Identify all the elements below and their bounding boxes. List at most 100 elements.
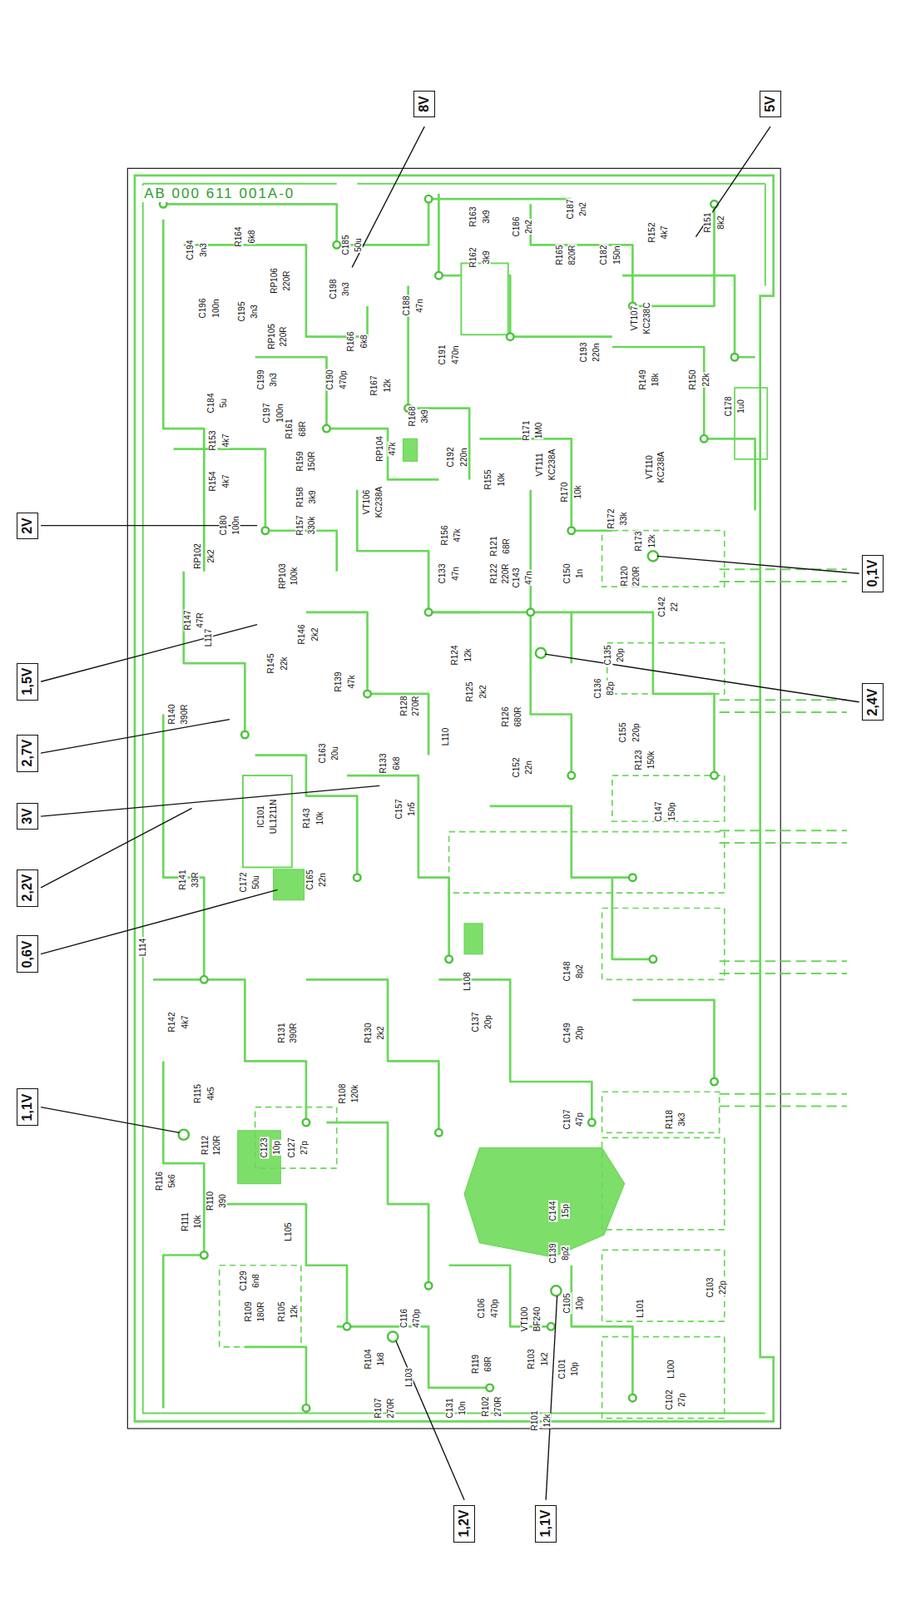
ic-outlines bbox=[242, 262, 509, 867]
part-value: 47n bbox=[414, 298, 424, 315]
part-designator: C131 bbox=[445, 1397, 455, 1420]
copper-traces bbox=[153, 193, 756, 1408]
pcb-shape bbox=[387, 1331, 398, 1342]
part-designator: C133 bbox=[438, 562, 448, 585]
pcb-shape bbox=[219, 1265, 302, 1347]
part-designator: R170 bbox=[560, 480, 570, 503]
part-designator: C182 bbox=[599, 244, 609, 267]
part-designator: R155 bbox=[484, 469, 494, 491]
part-value: 270R bbox=[493, 1395, 503, 1417]
part-value: 3k9 bbox=[480, 208, 491, 224]
part-value: 1k8 bbox=[376, 1351, 386, 1367]
part-value: 4k7 bbox=[221, 433, 231, 449]
part-designator: C143 bbox=[511, 566, 521, 589]
pcb-shape bbox=[306, 612, 429, 756]
part-designator: RP102 bbox=[193, 542, 203, 570]
part-designator: VT100 bbox=[519, 1306, 530, 1332]
pcb-shape bbox=[402, 438, 417, 461]
part-value: 1u0 bbox=[736, 398, 746, 415]
pcb-shape bbox=[163, 1060, 204, 1408]
part-designator: C198 bbox=[329, 277, 339, 300]
part-value: 12k bbox=[542, 1412, 552, 1428]
part-designator: VT107 bbox=[630, 305, 640, 332]
part-designator: C136 bbox=[593, 678, 603, 700]
pcb-shape bbox=[237, 1130, 282, 1184]
part-value: 20p bbox=[483, 1014, 493, 1031]
pcb-shape bbox=[351, 126, 425, 268]
pcb-shape bbox=[425, 195, 433, 203]
part-value: 6k8 bbox=[246, 228, 256, 244]
part-designator: C148 bbox=[562, 960, 572, 983]
part-designator: R118 bbox=[664, 1108, 674, 1130]
voltage-box: 0,1V bbox=[861, 554, 884, 593]
part-value: 4k7 bbox=[659, 225, 669, 241]
part-designator: C135 bbox=[603, 643, 613, 666]
part-designator: C193 bbox=[579, 341, 589, 363]
pcb-shape bbox=[612, 346, 756, 510]
part-designator: C188 bbox=[402, 295, 412, 317]
part-value: 10p bbox=[569, 1361, 580, 1378]
pcb-shape bbox=[343, 1322, 352, 1331]
coil-designator: L105 bbox=[282, 1221, 293, 1242]
part-designator: C152 bbox=[511, 756, 521, 778]
pcb-shape bbox=[490, 806, 634, 878]
part-value: 680R bbox=[514, 705, 524, 728]
part-value: 22n bbox=[524, 759, 534, 776]
part-designator: C186 bbox=[511, 215, 521, 238]
part-value: 15p bbox=[560, 1203, 570, 1220]
part-value: 6k8 bbox=[358, 334, 368, 350]
part-designator: C190 bbox=[326, 368, 336, 391]
part-value: 330k bbox=[307, 515, 317, 536]
pcb-shape bbox=[435, 272, 443, 280]
part-designator: C192 bbox=[446, 446, 456, 469]
solder-pads bbox=[159, 195, 738, 1412]
coil-designator: L108 bbox=[461, 971, 471, 992]
part-value: 5u bbox=[218, 397, 228, 409]
coil-designator: L101 bbox=[635, 1297, 645, 1318]
part-value: 390 bbox=[217, 1193, 228, 1209]
part-value: 47R bbox=[195, 612, 205, 629]
part-designator: R121 bbox=[489, 534, 499, 557]
part-value: 3k9 bbox=[307, 489, 317, 505]
voltage-box: 3V bbox=[16, 802, 39, 830]
part-designator: R168 bbox=[407, 405, 417, 427]
pcb-shape bbox=[602, 530, 725, 587]
pcb-shape bbox=[396, 1340, 465, 1500]
voltage-label: 1,1V bbox=[538, 1509, 554, 1538]
pcb-shape bbox=[273, 869, 305, 901]
pcb-shape bbox=[445, 955, 453, 964]
part-designator: R122 bbox=[489, 562, 499, 585]
voltage-box: 1,1V bbox=[534, 1504, 557, 1543]
part-value: 100k bbox=[290, 566, 300, 587]
part-designator: R123 bbox=[633, 749, 644, 772]
part-value: 27p bbox=[677, 1391, 687, 1408]
pcb-shape bbox=[695, 126, 771, 237]
part-designator: VT106 bbox=[361, 489, 372, 515]
pcb-shape bbox=[336, 1326, 491, 1388]
part-designator: C116 bbox=[399, 1307, 409, 1329]
part-value: 10p bbox=[272, 1139, 282, 1156]
part-designator: C199 bbox=[256, 368, 266, 391]
part-designator: C103 bbox=[705, 1277, 715, 1299]
part-value: 270R bbox=[411, 695, 421, 718]
voltage-label: 2,2V bbox=[19, 874, 35, 902]
part-value: 3k9 bbox=[420, 408, 430, 424]
pcb-shape bbox=[612, 877, 654, 960]
part-designator: R119 bbox=[470, 1353, 481, 1375]
voltage-label: 2,7V bbox=[19, 739, 35, 768]
part-value: KC238A bbox=[374, 485, 384, 519]
part-value: 3n3 bbox=[249, 303, 259, 320]
pcb-shape bbox=[425, 608, 433, 617]
part-designator: R173 bbox=[633, 529, 644, 552]
part-value: 22 bbox=[669, 601, 679, 613]
part-designator: R163 bbox=[469, 205, 479, 228]
part-designator: R154 bbox=[208, 470, 218, 493]
voltage-box: 1,2V bbox=[453, 1504, 476, 1543]
part-designator: C196 bbox=[198, 297, 208, 319]
part-value: 3n3 bbox=[341, 281, 351, 298]
part-designator: R158 bbox=[295, 485, 305, 508]
part-designator: R111 bbox=[180, 1211, 190, 1232]
voltage-label: 5V bbox=[762, 95, 778, 113]
pcb-shape bbox=[40, 807, 193, 888]
